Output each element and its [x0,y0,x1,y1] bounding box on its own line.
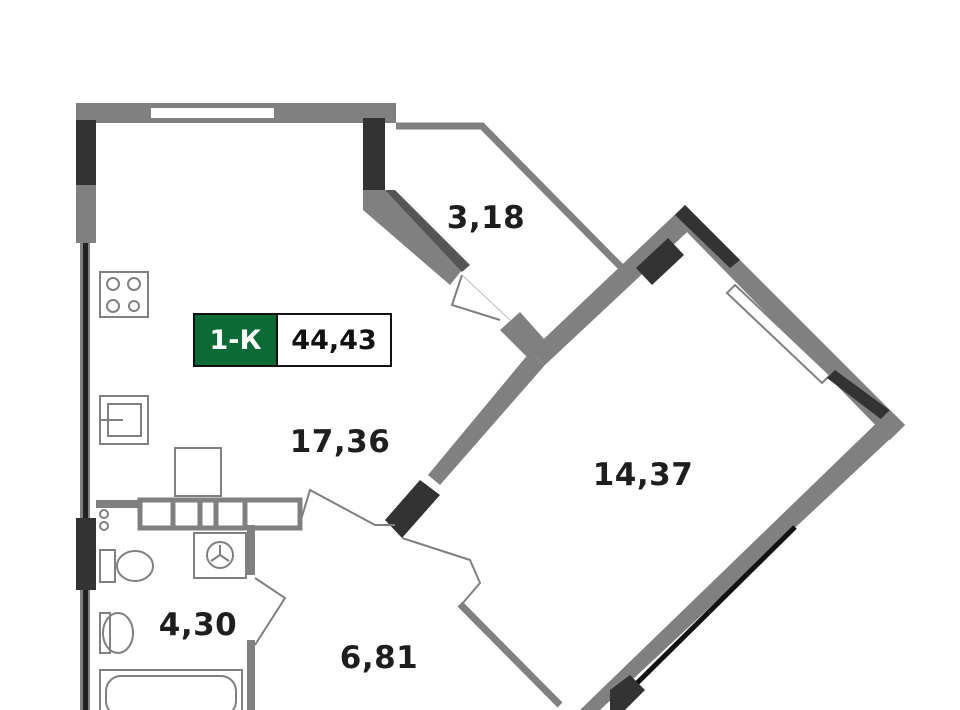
bedroom-right-wall [580,410,905,710]
balcony-area: 3,18 [446,200,526,236]
kitchen-window [149,106,276,120]
bedroom-area: 14,37 [592,457,694,493]
bathtub-icon [99,669,243,710]
bedroom-door [401,537,482,605]
fridge-icon [174,447,222,497]
kitchen-living-area: 17,36 [289,424,391,460]
apartment-badge: 1-К 44,43 [193,313,392,367]
apartment-type: 1-К [195,315,276,365]
balcony-door [450,274,501,321]
hall-door [299,488,395,526]
sink-icon [99,395,149,445]
balcony-wall [363,190,462,285]
bathroom-area: 4,30 [158,607,238,643]
bedroom-top-wall [530,205,700,365]
washing-machine-icon [193,532,247,579]
washbasin-icon [99,612,134,654]
balcony-outline [396,122,625,271]
bedroom-window [725,283,832,385]
total-area: 44,43 [276,315,390,365]
stove-icon [99,271,149,318]
hallway-area: 6,81 [339,640,419,676]
bedroom-left-wall [428,352,545,485]
bath-door [254,577,287,646]
toilet-icon [99,509,154,583]
